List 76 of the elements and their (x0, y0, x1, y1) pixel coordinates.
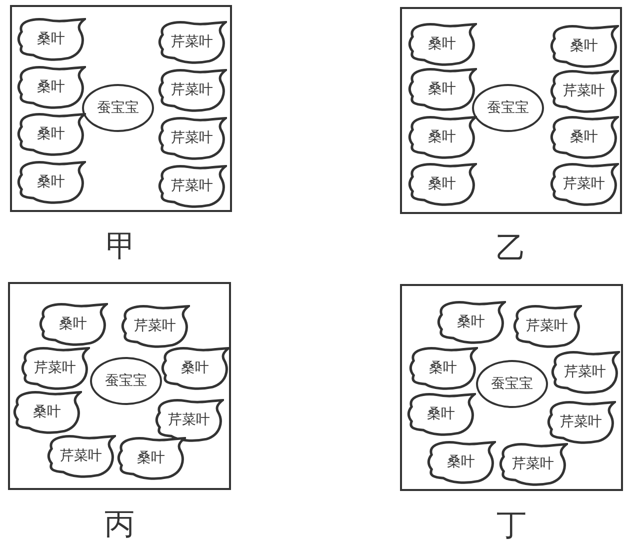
leaf-shape (407, 162, 477, 206)
leaf-shape (512, 304, 582, 348)
node-label: 桑叶 (36, 173, 66, 191)
leaf-shape (498, 442, 568, 486)
leaf-shape (406, 392, 476, 436)
node-label: 芹菜叶 (59, 447, 103, 465)
node-label: 蚕宝宝 (486, 99, 530, 117)
node-label: 桑叶 (136, 449, 166, 467)
leaf-shape (407, 22, 477, 66)
node-label: 桑叶 (427, 175, 457, 193)
leaf-shape (157, 68, 227, 112)
ellipse-node (90, 357, 162, 405)
node-label: 芹菜叶 (559, 413, 603, 431)
ellipse-node (476, 360, 548, 408)
leaf-shape (426, 440, 496, 484)
leaf-shape (436, 300, 506, 344)
node-label: 桑叶 (36, 30, 66, 48)
leaf-shape (549, 24, 619, 68)
node-label: 芹菜叶 (170, 33, 214, 51)
leaf-shape (16, 112, 86, 156)
leaf-shape (550, 350, 620, 394)
node-label: 桑叶 (427, 128, 457, 146)
node-label: 芹菜叶 (170, 177, 214, 195)
node-label: 桑叶 (569, 37, 599, 55)
leaf-shape (157, 20, 227, 64)
leaf-shape (16, 65, 86, 109)
node-label: 蚕宝宝 (104, 372, 148, 390)
node-label: 桑叶 (428, 359, 458, 377)
node-label: 桑叶 (569, 128, 599, 146)
node-label: 桑叶 (180, 359, 210, 377)
leaf-shape (20, 346, 90, 390)
leaf-shape (546, 400, 616, 444)
leaf-shape (407, 67, 477, 111)
panel-label: 丙 (104, 506, 136, 544)
panel-label: 甲 (105, 228, 137, 266)
node-label: 桑叶 (456, 313, 486, 331)
node-label: 芹菜叶 (170, 81, 214, 99)
leaf-shape (408, 346, 478, 390)
leaf-shape (120, 304, 190, 348)
leaf-shape (12, 390, 82, 434)
node-label: 芹菜叶 (133, 317, 177, 335)
ellipse-node (472, 84, 544, 132)
panel-label: 丁 (496, 507, 528, 545)
leaf-shape (16, 17, 86, 61)
leaf-shape (549, 162, 619, 206)
node-label: 芹菜叶 (562, 175, 606, 193)
leaf-shape (38, 302, 108, 346)
node-label: 蚕宝宝 (96, 99, 140, 117)
leaf-shape (157, 116, 227, 160)
node-label: 桑叶 (36, 78, 66, 96)
node-label: 蚕宝宝 (490, 375, 534, 393)
leaf-shape (407, 115, 477, 159)
leaf-shape (160, 346, 230, 390)
leaf-shape (549, 69, 619, 113)
ellipse-node (82, 84, 154, 132)
node-label: 芹菜叶 (33, 359, 77, 377)
node-label: 桑叶 (427, 35, 457, 53)
leaf-shape (157, 164, 227, 208)
node-label: 桑叶 (426, 405, 456, 423)
panel-label: 乙 (495, 230, 527, 268)
node-label: 桑叶 (32, 403, 62, 421)
leaf-shape (16, 160, 86, 204)
node-label: 桑叶 (36, 125, 66, 143)
node-label: 桑叶 (58, 315, 88, 333)
leaf-shape (46, 434, 116, 478)
node-label: 桑叶 (446, 453, 476, 471)
node-label: 芹菜叶 (525, 317, 569, 335)
node-label: 桑叶 (427, 80, 457, 98)
leaf-shape (549, 115, 619, 159)
node-label: 芹菜叶 (167, 411, 211, 429)
node-label: 芹菜叶 (170, 129, 214, 147)
node-label: 芹菜叶 (563, 363, 607, 381)
node-label: 芹菜叶 (562, 82, 606, 100)
leaf-shape (154, 398, 224, 442)
node-label: 芹菜叶 (511, 455, 555, 473)
leaf-shape (116, 436, 186, 480)
